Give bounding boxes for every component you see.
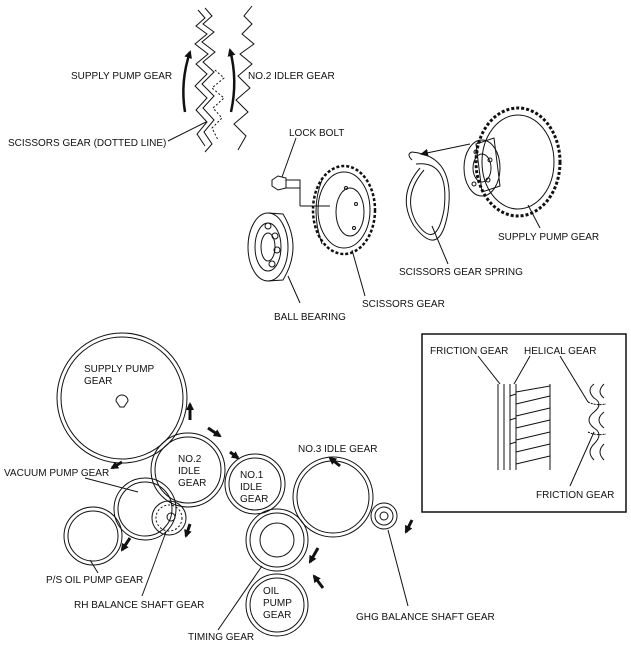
- helical-gear-section: [497, 384, 551, 470]
- label-scissors-gear: SCISSORS GEAR: [362, 299, 445, 310]
- label-no2-idle-line3: GEAR: [178, 478, 206, 489]
- ball-bearing-leader: [287, 275, 301, 304]
- supply-pump-gear-circle: [56, 332, 188, 464]
- label-scissors-gear-spring: SCISSORS GEAR SPRING: [399, 267, 523, 278]
- supply-pump-gear-teeth-profile: [201, 7, 216, 153]
- gear-train: [56, 332, 414, 637]
- label-supply-pump-gear-top: SUPPLY PUMP GEAR: [71, 71, 172, 82]
- label-no1-idle-line1: NO.1: [240, 470, 264, 481]
- label-no2-idle-line1: NO.2: [178, 454, 202, 465]
- label-oil-pump-line3: GEAR: [263, 610, 291, 621]
- label-supply-pump-gear-line1: SUPPLY PUMP: [84, 364, 155, 375]
- scissors-gear-spring-drawing: [405, 151, 450, 241]
- ball-bearing-drawing: [247, 212, 294, 282]
- label-ghg-balance-shaft: GHG BALANCE SHAFT GEAR: [356, 612, 495, 623]
- inset-box: [421, 333, 627, 513]
- gear-train-labels: SUPPLY PUMP GEAR NO.2 IDLE GEAR NO.1 IDL…: [4, 364, 495, 643]
- label-inset-helical-gear: HELICAL GEAR: [524, 346, 596, 357]
- label-inset-friction-gear-bottom: FRICTION GEAR: [536, 490, 614, 501]
- label-inset-friction-gear-top: FRICTION GEAR: [430, 346, 508, 357]
- scissors-gear-leader: [351, 249, 366, 297]
- label-oil-pump-line2: PUMP: [263, 598, 292, 609]
- timing-gear-leader: [217, 565, 263, 631]
- ghg-balance-shaft-leader: [387, 529, 409, 607]
- label-vacuum-pump: VACUUM PUMP GEAR: [4, 468, 109, 479]
- no1-idle-gear-circle: [224, 453, 286, 515]
- label-timing-gear: TIMING GEAR: [188, 632, 254, 643]
- label-supply-pump-gear-line2: GEAR: [84, 376, 112, 387]
- label-no2-idle-line2: IDLE: [178, 466, 201, 477]
- lock-bolt-drawing: [271, 175, 330, 207]
- label-no1-idle-line2: IDLE: [240, 482, 263, 493]
- scissors-gear-drawing: [311, 164, 377, 256]
- no2-idler-gear-teeth-profile: [233, 5, 255, 151]
- label-ps-oil-pump: P/S OIL PUMP GEAR: [46, 575, 143, 586]
- label-no3-idle: NO.3 IDLE GEAR: [298, 444, 377, 455]
- label-lock-bolt: LOCK BOLT: [289, 128, 344, 139]
- no3-idle-gear-circle: [292, 456, 374, 538]
- top-section: [167, 5, 562, 304]
- label-ball-bearing: BALL BEARING: [274, 312, 346, 323]
- label-no2-idler-gear: NO.2 IDLER GEAR: [248, 71, 335, 82]
- rh-balance-shaft-gear-circle: [151, 500, 187, 536]
- scissors-dotted-leader: [167, 121, 207, 142]
- supply-pump-gear-leader: [527, 204, 541, 229]
- scissors-gear-teeth-dotted: [211, 69, 225, 141]
- no2-idler-rotation-arrow: [227, 48, 236, 113]
- label-no1-idle-line3: GEAR: [240, 494, 268, 505]
- supply-pump-rotation-arrow: [182, 50, 192, 113]
- rh-balance-shaft-leader: [141, 531, 167, 597]
- tooth-mesh-detail: [587, 383, 607, 461]
- label-oil-pump-line1: OIL: [263, 586, 280, 597]
- oil-pump-gear-circle: [245, 573, 309, 637]
- supply-pump-gear-drawing: [463, 106, 562, 218]
- spring-assembly-arrow: [420, 143, 471, 157]
- top-labels: SUPPLY PUMP GEAR NO.2 IDLER GEAR SCISSOR…: [8, 71, 599, 323]
- label-rh-balance-shaft: RH BALANCE SHAFT GEAR: [74, 600, 204, 611]
- ps-oil-pump-leader: [89, 559, 99, 574]
- lock-bolt-leader: [281, 137, 297, 178]
- ps-oil-pump-gear-circle: [63, 506, 123, 566]
- no2-idle-gear-circle: [150, 432, 226, 508]
- vacuum-pump-gear-circle: [113, 477, 177, 541]
- inset-labels: FRICTION GEAR HELICAL GEAR FRICTION GEAR: [430, 346, 614, 501]
- rotation-arrows: [110, 402, 414, 589]
- label-supply-pump-gear-right: SUPPLY PUMP GEAR: [498, 232, 599, 243]
- supply-pump-gear-teeth-profile-inner: [194, 9, 209, 147]
- spring-leader: [431, 225, 449, 265]
- timing-gear-circle: [245, 508, 309, 572]
- vacuum-pump-leader: [84, 477, 139, 493]
- label-scissors-gear-dotted: SCISSORS GEAR (DOTTED LINE): [8, 138, 166, 149]
- ghg-balance-shaft-gear-circle: [370, 502, 398, 530]
